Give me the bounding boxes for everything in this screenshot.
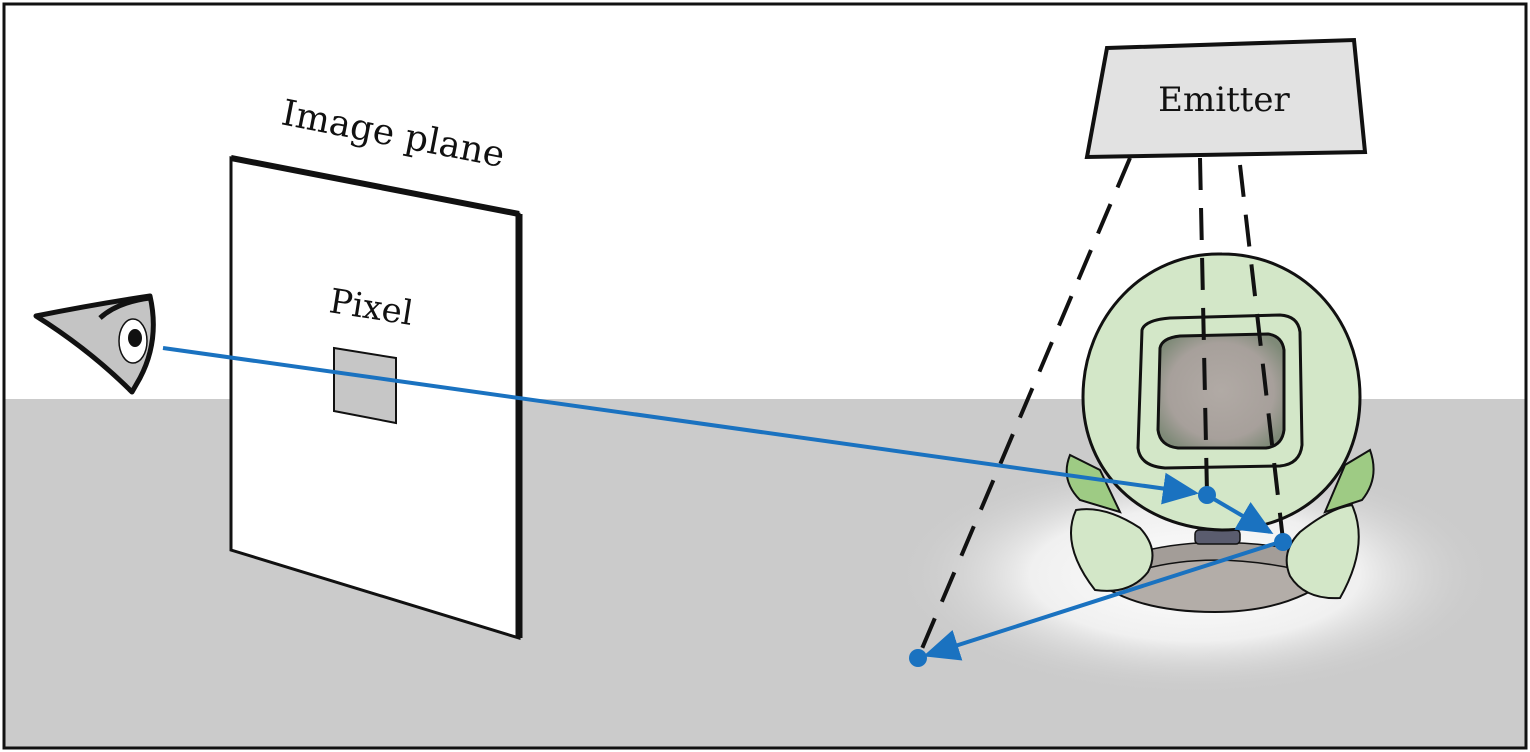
emitter-light-lines: [916, 157, 1285, 659]
emitter-label: Emitter: [1158, 80, 1290, 120]
eye-icon: [33, 293, 156, 395]
light-rays: [162, 346, 1284, 661]
camera-ray: [162, 346, 1199, 505]
hit-point-2: [1274, 533, 1292, 551]
emitter-shape: [1084, 37, 1368, 160]
hit-point-3: [909, 649, 927, 667]
pixel-square: [333, 346, 397, 425]
bounce-ray-2: [923, 539, 1284, 661]
scene-object: [1065, 252, 1375, 614]
bounce-ray-1: [1205, 493, 1274, 535]
hit-point-1: [1198, 486, 1216, 504]
